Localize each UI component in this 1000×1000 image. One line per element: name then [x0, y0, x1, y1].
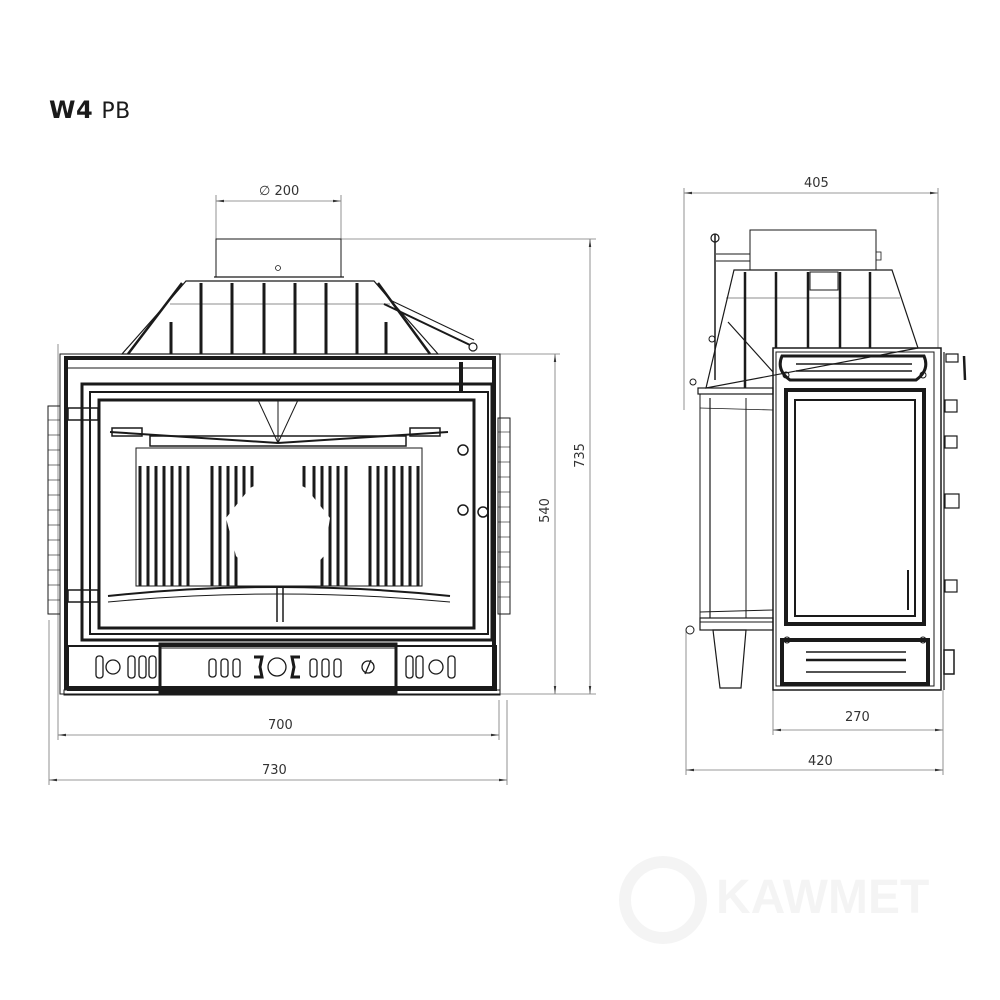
- hood: [120, 280, 478, 355]
- dim-flue-diameter: ∅ 200: [259, 184, 300, 199]
- side-door: [772, 347, 967, 691]
- dim-depth-bottom: 420: [808, 754, 833, 769]
- hinge-bottom: [67, 589, 99, 603]
- dim-width-body: 700: [268, 718, 293, 733]
- dim-depth-top: 405: [804, 176, 829, 191]
- hinge-top: [67, 407, 99, 421]
- drawing-title: W4 PB: [49, 96, 131, 124]
- air-intake: [712, 629, 747, 689]
- side-flue-collar: [749, 229, 877, 271]
- side-dimension-lines: [683, 188, 944, 775]
- brand-watermark: KAWMET: [619, 856, 929, 944]
- watermark-text: KAWMET: [716, 871, 929, 924]
- firebox: [107, 399, 451, 622]
- side-rear-body: [685, 378, 774, 689]
- front-view: [47, 195, 596, 785]
- ashpan-panel: [63, 642, 501, 696]
- dim-door-depth: 270: [845, 710, 870, 725]
- door-knob: [457, 444, 469, 456]
- dim-height-body: 540: [537, 498, 553, 523]
- side-view: [683, 188, 967, 775]
- dim-width-total: 730: [262, 763, 287, 778]
- model-variant: PB: [101, 99, 131, 124]
- dim-height-total: 735: [572, 443, 588, 468]
- model-name: W4: [49, 96, 94, 124]
- front-frame: [47, 353, 511, 695]
- flue-collar: [215, 238, 342, 278]
